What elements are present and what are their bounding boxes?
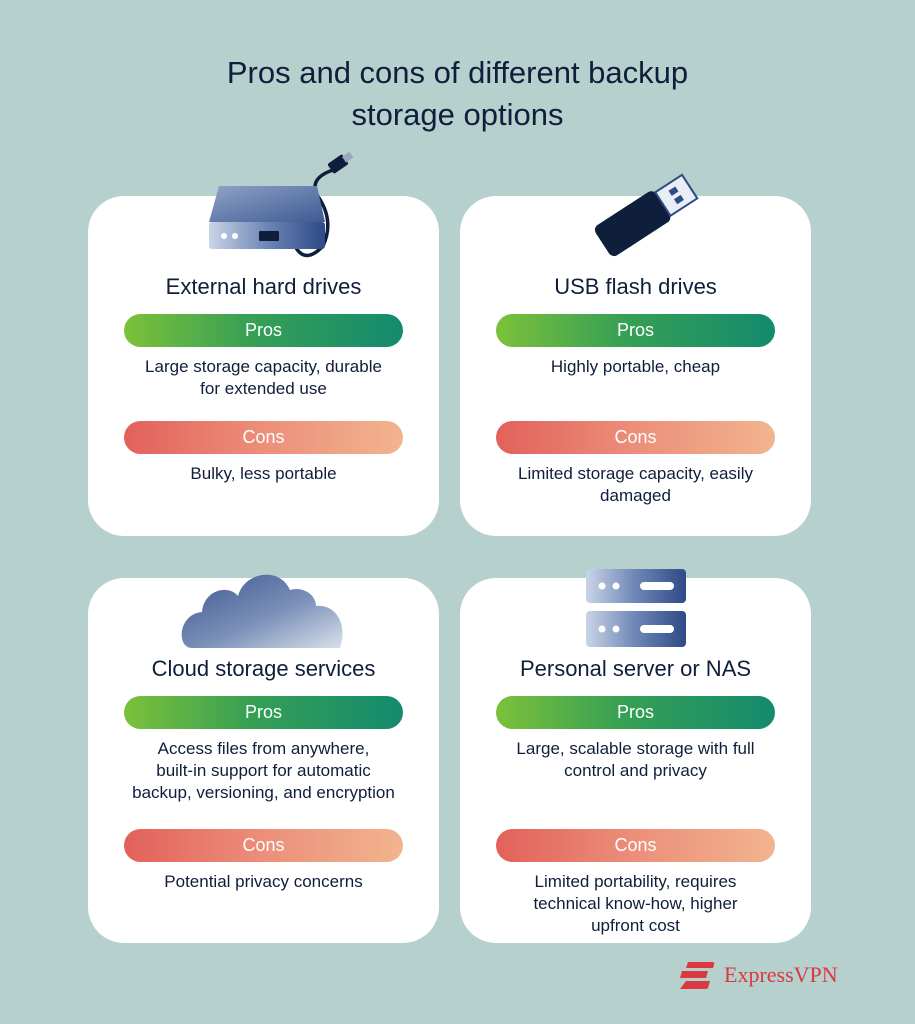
pros-description: Large, scalable storage with full contro… [480, 738, 791, 782]
card-usb-flash-drives: USB flash drives Pros Highly portable, c… [460, 196, 811, 536]
pros-line: control and privacy [564, 761, 707, 780]
cons-badge: Cons [124, 421, 403, 454]
cons-line: Limited portability, requires [534, 872, 737, 891]
page-title: Pros and cons of different backup storag… [0, 52, 915, 136]
cons-line: Potential privacy concerns [164, 872, 363, 891]
usb-flash-drive-icon [594, 173, 699, 257]
cons-description: Limited storage capacity, easily damaged [480, 463, 791, 507]
pros-line: Large, scalable storage with full [516, 739, 755, 758]
cons-badge: Cons [496, 829, 775, 862]
pros-description: Highly portable, cheap [480, 356, 791, 378]
page-title-line-2: storage options [351, 97, 564, 132]
card-cloud-storage-services: Cloud storage services Pros Access files… [88, 578, 439, 943]
cons-description: Potential privacy concerns [108, 871, 419, 893]
card-title: Personal server or NAS [519, 656, 752, 681]
cloud-icon [181, 574, 343, 648]
pros-description: Large storage capacity, durable for exte… [108, 356, 419, 400]
pros-description: Access files from anywhere, built-in sup… [108, 738, 419, 804]
card-external-hard-drives: External hard drives Pros Large storage … [88, 196, 439, 536]
server-icon [586, 569, 686, 647]
pros-badge: Pros [124, 314, 403, 347]
page-title-line-1: Pros and cons of different backup [226, 55, 689, 90]
cons-line: technical know-how, higher [533, 894, 738, 913]
cons-line: Bulky, less portable [190, 464, 337, 483]
expressvpn-logo: ExpressVPN [678, 958, 838, 992]
cons-description: Limited portability, requires technical … [480, 871, 791, 937]
card-title: Cloud storage services [151, 656, 376, 681]
external-hard-drive-icon [209, 151, 354, 258]
pros-line: Large storage capacity, durable [145, 357, 382, 376]
pros-badge: Pros [496, 696, 775, 729]
card-title: USB flash drives [554, 274, 717, 299]
pros-line: backup, versioning, and encryption [132, 783, 395, 802]
cons-badge: Cons [124, 829, 403, 862]
cons-line: damaged [600, 486, 671, 505]
pros-badge: Pros [496, 314, 775, 347]
cons-line: upfront cost [591, 916, 680, 935]
pros-line: for extended use [200, 379, 327, 398]
cons-badge: Cons [496, 421, 775, 454]
expressvpn-logo-icon [680, 962, 715, 989]
cons-description: Bulky, less portable [108, 463, 419, 485]
pros-line: built-in support for automatic [156, 761, 371, 780]
pros-badge: Pros [124, 696, 403, 729]
pros-line: Access files from anywhere, [157, 739, 370, 758]
logo-text: ExpressVPN [724, 962, 838, 987]
pros-line: Highly portable, cheap [550, 357, 721, 376]
cons-line: Limited storage capacity, easily [518, 464, 753, 483]
card-title: External hard drives [165, 274, 362, 299]
